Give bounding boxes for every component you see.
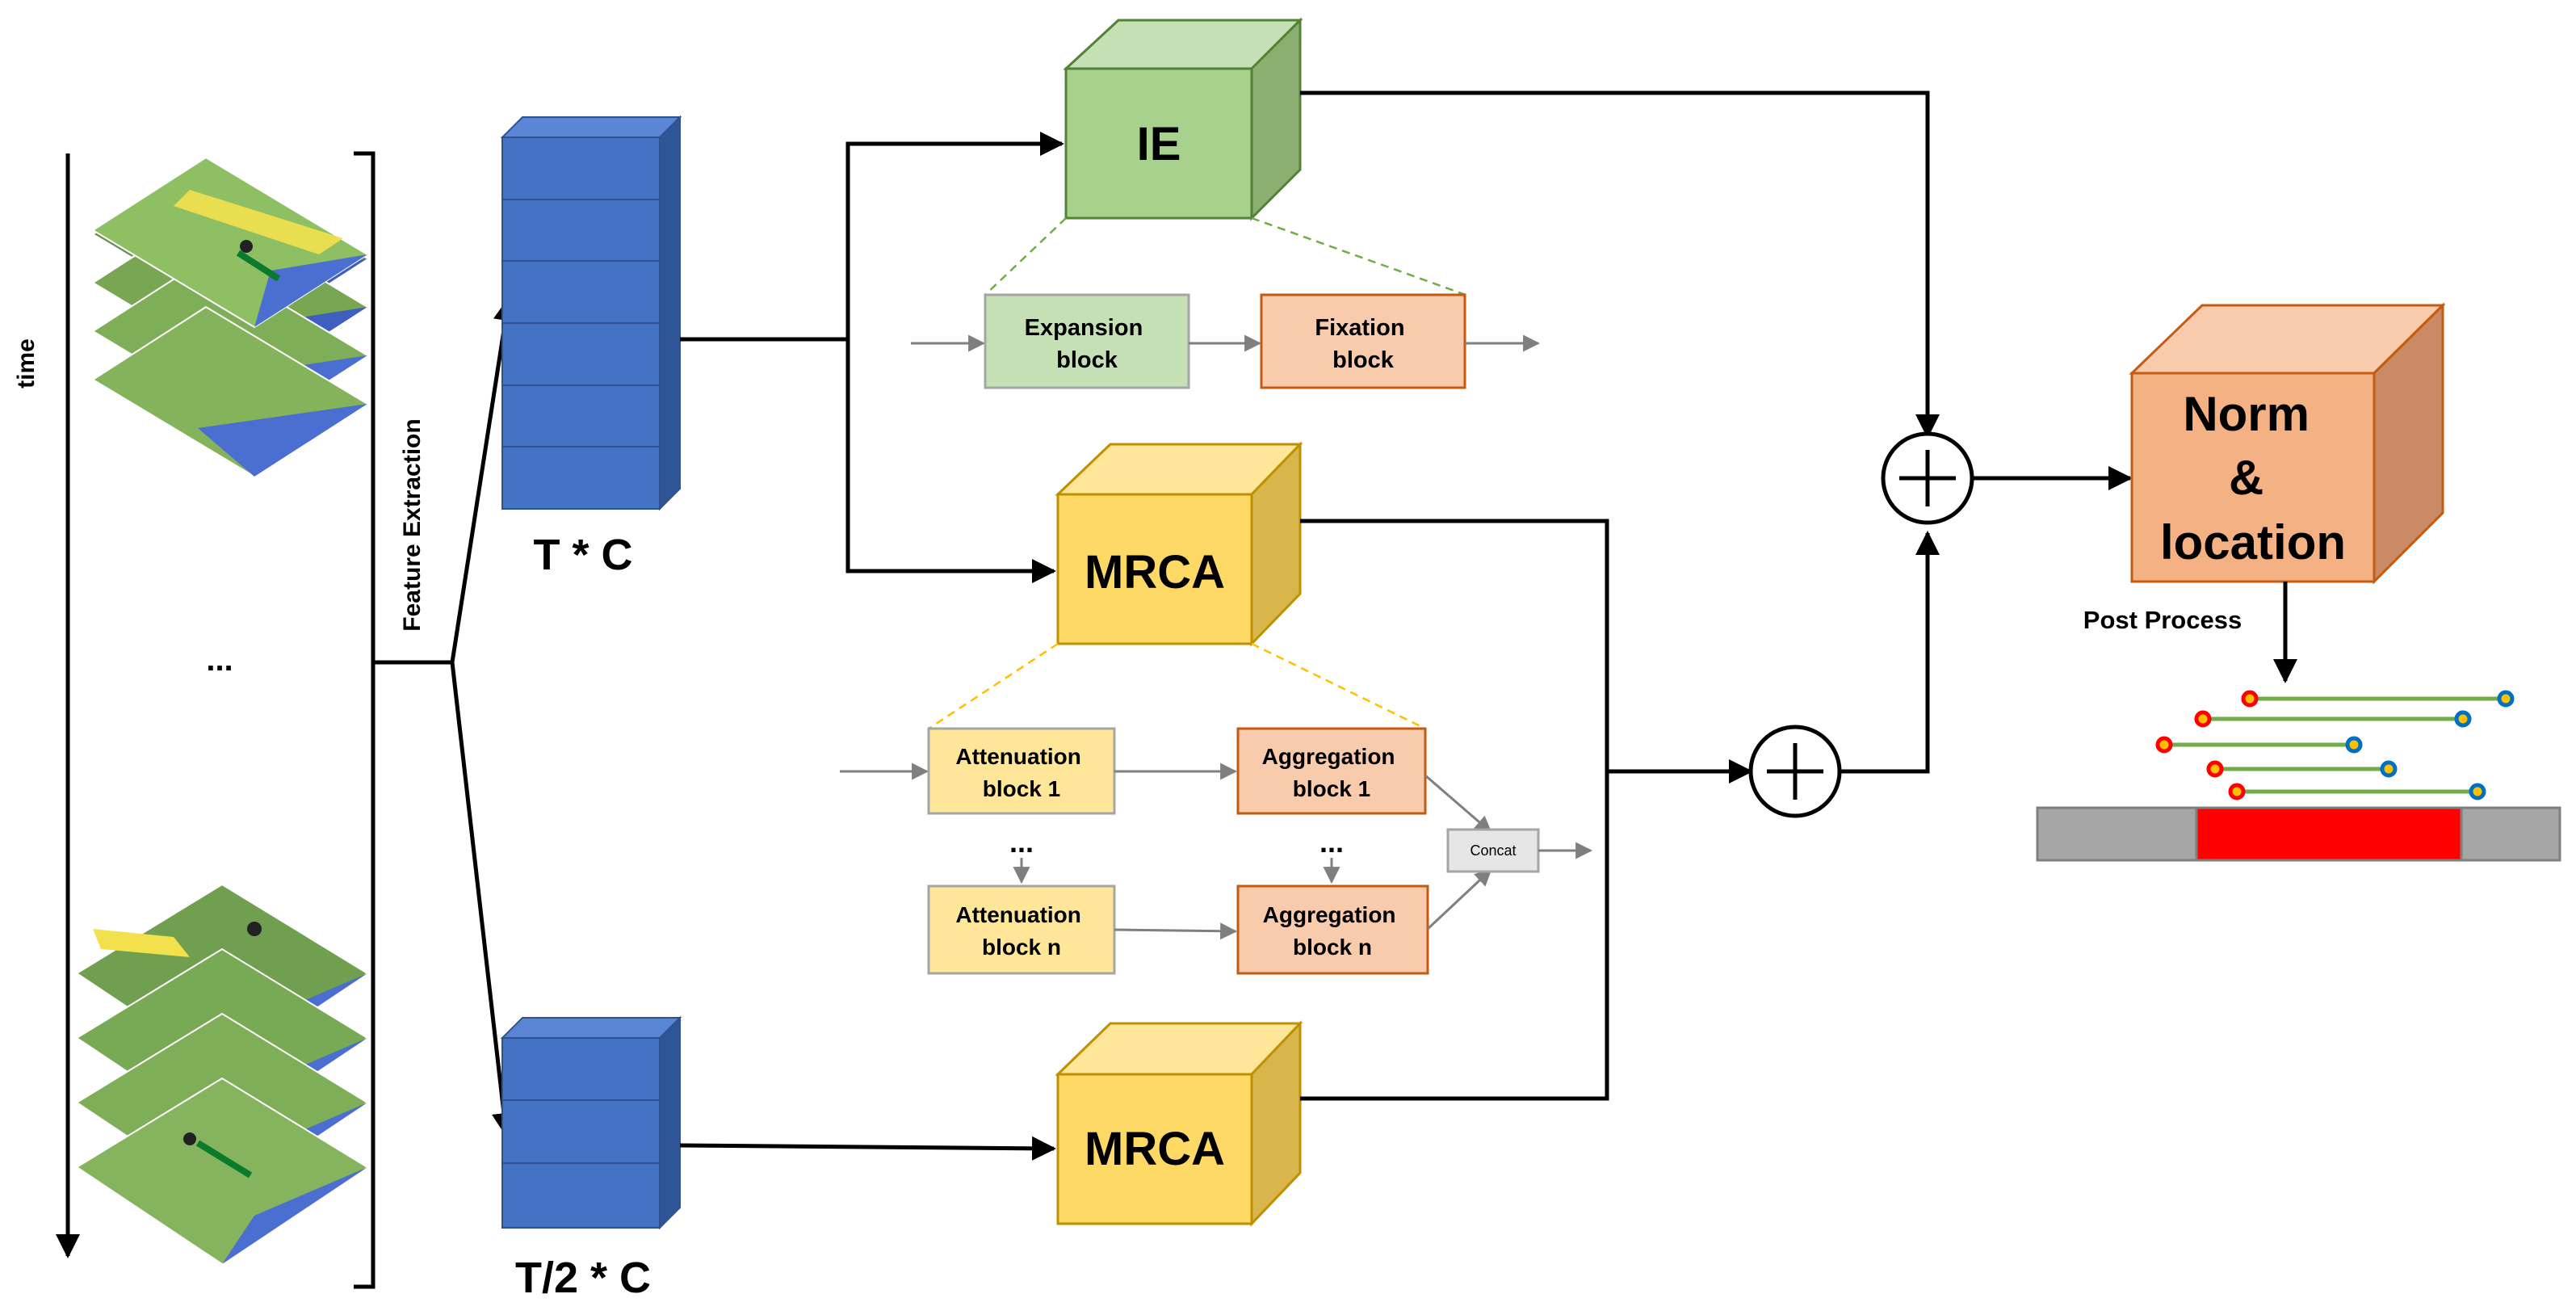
- svg-text:Attenuation block n: Attenuation block n: [955, 902, 1087, 960]
- svg-text:Aggregation block 1: Aggregation block 1: [1262, 744, 1402, 801]
- aggregation-block-n-line2: block n: [1293, 935, 1372, 960]
- ie-module: IE: [1063, 17, 1303, 221]
- svg-text:Attenuation block 1: Attenuation block 1: [955, 744, 1087, 801]
- mrca-detail: Attenuation block 1 Aggregation block 1 …: [840, 642, 1593, 975]
- concat-label: Concat: [1470, 842, 1516, 859]
- attenuation-block-n: [927, 884, 1116, 975]
- detected-segment: [2195, 806, 2463, 862]
- time-axis: time: [13, 153, 80, 1258]
- main-branch-connectors: [679, 132, 1064, 1161]
- vertical-ellipsis-right: ...: [1319, 826, 1344, 859]
- frames-ellipsis: ...: [206, 642, 233, 678]
- svg-text:Aggregation block n: Aggregation block n: [1263, 902, 1403, 960]
- result-timeline: [2036, 806, 2561, 862]
- vertical-ellipsis-left: ...: [1009, 826, 1034, 859]
- norm-location-module: Norm & location: [2129, 302, 2446, 585]
- norm-label-line3: location: [2160, 515, 2346, 569]
- concat-block: [1446, 828, 1540, 873]
- fusion-connectors: [1300, 90, 2133, 1101]
- expansion-block: [984, 293, 1190, 389]
- aggregation-block-1-line1: Aggregation: [1262, 744, 1395, 769]
- frame-stack-top: [91, 156, 369, 478]
- expansion-block-line1: Expansion: [1025, 315, 1143, 341]
- norm-label-line2: &: [2229, 451, 2263, 505]
- fixation-block-line1: Fixation: [1315, 315, 1404, 341]
- aggregation-block-1: [1236, 727, 1427, 815]
- feature-extraction-label: Feature Extraction: [399, 418, 426, 631]
- mrca-bottom-module: MRCA: [1055, 1020, 1303, 1227]
- add-operator-bottom: [1748, 725, 1842, 818]
- aggregation-block-1-line2: block 1: [1293, 776, 1370, 801]
- mrca-bottom-label: MRCA: [1085, 1123, 1225, 1175]
- mrca-top-label: MRCA: [1085, 546, 1225, 599]
- svg-text:Fixation block: Fixation block: [1315, 315, 1411, 373]
- post-process-label: Post Process: [2083, 606, 2242, 634]
- feature-map-full: T * C: [500, 115, 682, 579]
- attenuation-block-n-line2: block n: [982, 935, 1061, 960]
- feature-extraction-bracket: Feature Extraction: [354, 151, 518, 1289]
- attenuation-block-n-line1: Attenuation: [955, 902, 1081, 927]
- time-label: time: [13, 338, 40, 389]
- aggregation-block-n: [1236, 884, 1429, 975]
- attenuation-block-1-line1: Attenuation: [955, 744, 1081, 769]
- mrca-top-module: MRCA: [1055, 441, 1303, 647]
- svg-text:Expansion block: Expansion block: [1025, 315, 1150, 373]
- attenuation-block-1: [927, 727, 1116, 815]
- feature-map-half: T/2 * C: [500, 1015, 682, 1302]
- expansion-block-line2: block: [1056, 347, 1118, 373]
- frame-stack-bottom: [75, 883, 369, 1266]
- feature-full-label: T * C: [533, 531, 632, 579]
- fixation-block-line2: block: [1332, 347, 1395, 373]
- aggregation-block-n-line1: Aggregation: [1263, 902, 1396, 927]
- add-operator-top: [1881, 431, 1974, 525]
- feature-half-label: T/2 * C: [515, 1254, 651, 1302]
- norm-label-line1: Norm: [2183, 387, 2310, 441]
- attenuation-block-1-line2: block 1: [983, 776, 1060, 801]
- ie-label: IE: [1137, 118, 1181, 170]
- svg-text:Norm & location: Norm & location: [2160, 387, 2346, 569]
- candidate-segments: [2155, 690, 2515, 800]
- fixation-block: [1260, 293, 1466, 389]
- ie-detail: Expansion block Fixation block: [911, 216, 1541, 389]
